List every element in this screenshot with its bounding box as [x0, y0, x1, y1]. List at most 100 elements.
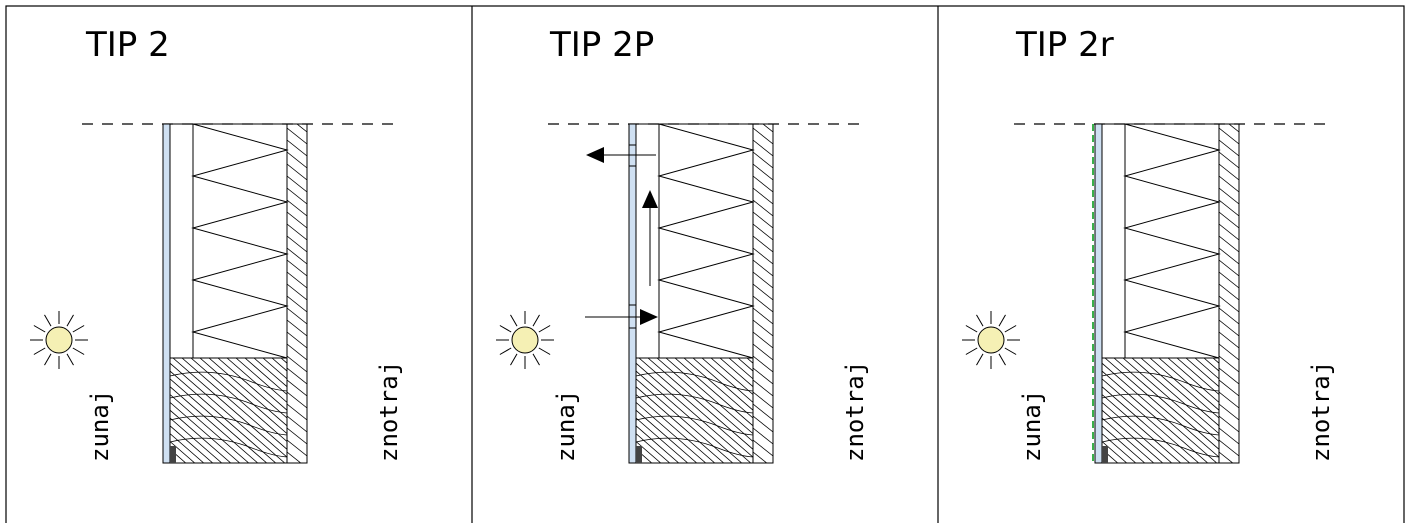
sun-icon [496, 311, 554, 369]
hatch-line [1219, 379, 1239, 397]
hatch-line [287, 355, 307, 373]
hatch-line [170, 370, 277, 463]
hatch-line [1219, 307, 1239, 325]
hatch-line [235, 358, 287, 403]
hatch-line [1158, 358, 1219, 411]
hatch-line [636, 433, 671, 463]
hatch-line [753, 127, 773, 145]
sun-ray [532, 314, 540, 327]
hatch-line [1219, 104, 1239, 120]
outside-label: zunaj [552, 390, 580, 462]
hatch-line [753, 139, 773, 157]
hatch-line [287, 476, 307, 492]
hatch-line [753, 319, 773, 337]
sun-ray [998, 314, 1006, 327]
hatch-line [753, 367, 773, 385]
hatch-line [753, 223, 773, 241]
hatch-line [1219, 343, 1239, 361]
hatch-line [287, 199, 307, 217]
outside-label: zunaj [1018, 390, 1046, 462]
hatch-line [287, 439, 307, 457]
hatch-line [287, 307, 307, 325]
hatch-line [253, 358, 287, 388]
grain-line [1102, 415, 1219, 436]
hatch-line [753, 187, 773, 205]
hatch-line [1219, 259, 1239, 277]
hatch-line [753, 427, 773, 445]
hatch-line [753, 476, 773, 492]
anchor-block [1102, 446, 1108, 463]
hatch-line [1219, 476, 1239, 492]
hatch-line [1219, 451, 1234, 463]
sun-ray [532, 353, 540, 366]
hatch-line [1102, 433, 1137, 463]
hatch-line [1140, 358, 1219, 427]
hatch-line [1102, 370, 1209, 463]
hatch-line [753, 343, 773, 361]
hatch-line [1219, 283, 1239, 301]
hatch-line [287, 403, 307, 421]
anchor-block [636, 446, 642, 463]
hatch-line [1219, 127, 1239, 145]
hatch-line [753, 464, 773, 480]
sun-ray [965, 325, 978, 333]
sun-ray [998, 353, 1006, 366]
hatch-line [701, 358, 753, 403]
sun-ray [976, 353, 984, 366]
grain-line [636, 437, 753, 458]
hatch-line [753, 283, 773, 301]
insulation-zigzag [191, 123, 289, 359]
hatch-line [638, 358, 753, 458]
hatch-line [170, 425, 214, 463]
hatch-line [287, 343, 307, 361]
hatch-line [1228, 124, 1239, 133]
sun-ray [510, 314, 518, 327]
hatch-line [762, 124, 773, 133]
inside-label: znotraj [1307, 361, 1335, 462]
outside-label: zunaj [86, 390, 114, 462]
hatch-line [1167, 358, 1219, 403]
glass-pane [162, 123, 171, 464]
hatch-line [753, 331, 773, 349]
sun-ray [499, 325, 512, 333]
sun-ray [976, 314, 984, 327]
hatch-line [1219, 403, 1239, 421]
grain-line [1102, 371, 1219, 392]
sun-ray [66, 314, 74, 327]
hatch-line [287, 295, 307, 313]
hatch-line [1219, 211, 1239, 229]
panel-title: TIP 2 [85, 25, 170, 65]
wood-hatch [170, 358, 287, 463]
hatch-line [287, 331, 307, 349]
hatch-line [287, 175, 307, 193]
insulation-zigzag [657, 123, 755, 359]
hatch-line [636, 378, 734, 463]
hatch-line [1185, 358, 1219, 388]
wood-hatch [636, 358, 753, 463]
hatch-line [1102, 440, 1128, 463]
hatch-line [753, 151, 773, 169]
hatch-line [1219, 163, 1239, 181]
grain-line [636, 415, 753, 436]
panel-tip-2r: TIP 2r zunaj znotraj [962, 25, 1335, 492]
sun-ray [33, 347, 46, 355]
hatch-line [1219, 355, 1239, 373]
sun-ray [510, 353, 518, 366]
sun-ray [33, 325, 46, 333]
hatch-line [1219, 464, 1239, 480]
hatch-line [656, 358, 753, 443]
hatch-line [1219, 271, 1239, 289]
hatch-line [1219, 367, 1239, 385]
sun-ray [66, 353, 74, 366]
hatch-line [181, 358, 287, 450]
hatch-line [1219, 319, 1239, 337]
hatch-line [1219, 199, 1239, 217]
outer-frame [5, 5, 1405, 523]
sun-disc [511, 326, 539, 354]
hatch-line [287, 283, 307, 301]
hatch-line [636, 409, 698, 463]
panel-tip-2p: TIP 2P [496, 25, 869, 492]
sun-ray [44, 314, 52, 327]
hatch-line [287, 367, 307, 385]
